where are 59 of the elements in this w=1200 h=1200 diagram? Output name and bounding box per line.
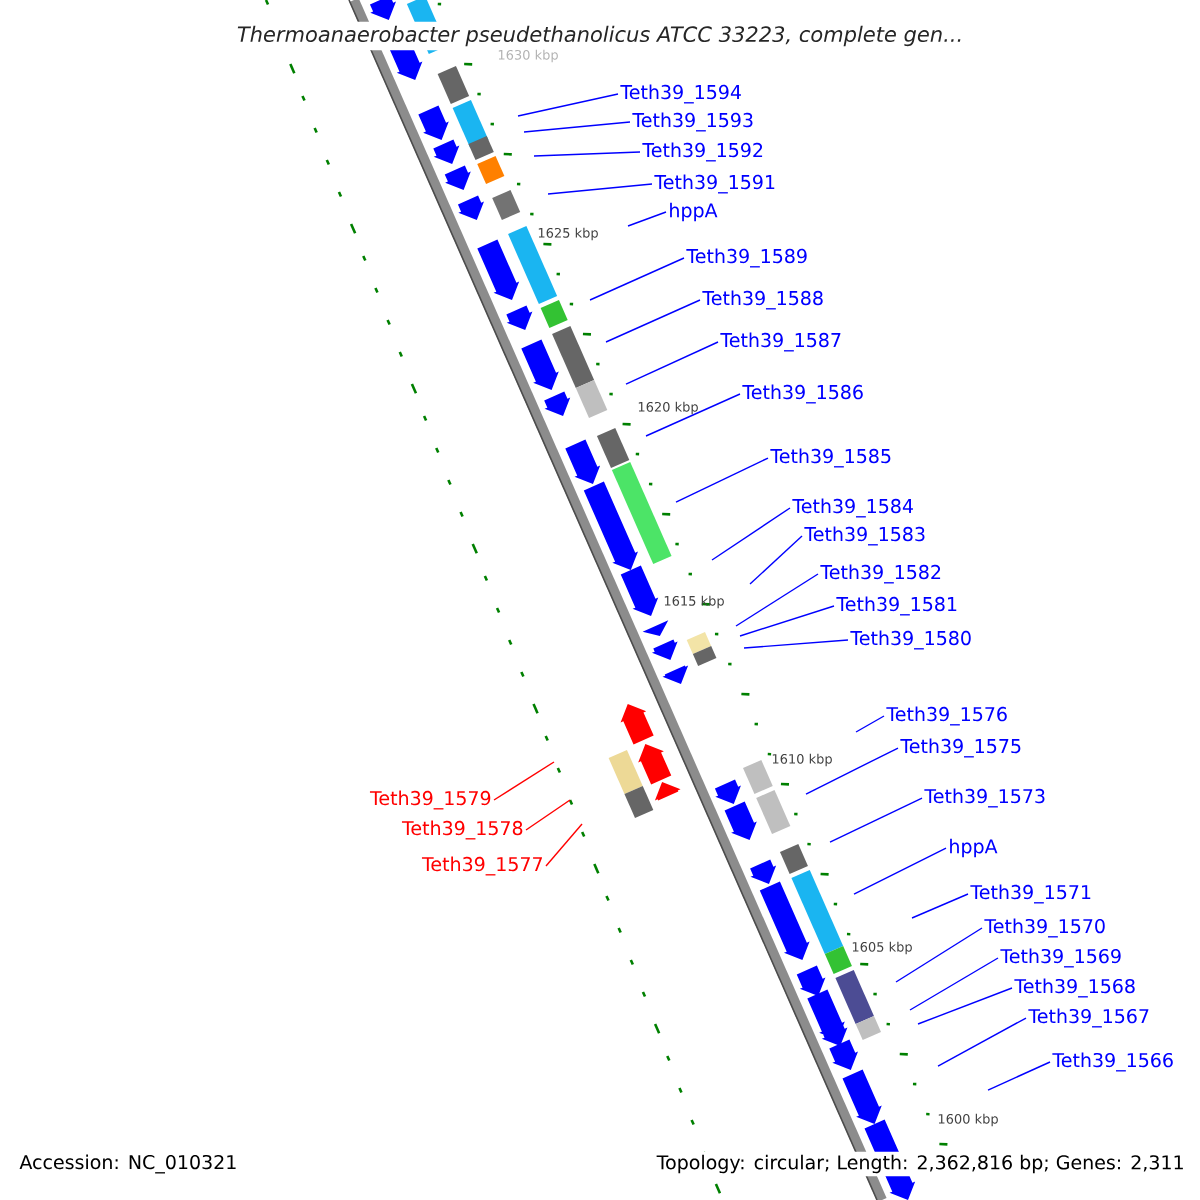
gene-label: Teth39_1581 — [836, 596, 957, 616]
leader-line — [749, 535, 803, 585]
leader-line — [735, 573, 819, 627]
gene-label: Teth39_1591 — [654, 174, 775, 194]
leader-line — [987, 1061, 1051, 1091]
gene-label: Teth39_1589 — [686, 248, 807, 268]
gene-label: hppA — [670, 202, 718, 222]
leader-line — [525, 799, 571, 831]
gene-label: Teth39_1584 — [792, 498, 913, 518]
title: Thermoanaerobacter pseudethanolicus ATCC 33223, complete gen... — [232, 21, 968, 51]
gene-label: Teth39_1582 — [820, 564, 941, 584]
gene-label: Teth39_1568 — [1014, 978, 1135, 998]
accession-text: Accession: NC_010321 — [16, 1151, 241, 1177]
leader-line — [605, 299, 701, 343]
leader-line — [909, 957, 999, 1011]
gene-label: Teth39_1577 — [421, 856, 542, 876]
gene-label: Teth39_1583 — [804, 526, 925, 546]
gene-label: Teth39_1575 — [900, 738, 1021, 758]
gene-label: Teth39_1580 — [850, 630, 971, 650]
leader-line — [855, 715, 885, 733]
gene-label: Teth39_1588 — [702, 290, 823, 310]
gene-label: Teth39_1576 — [886, 706, 1007, 726]
gene-label: Teth39_1578 — [401, 820, 523, 840]
leader-line — [523, 121, 631, 133]
leader-line — [895, 927, 983, 983]
genome-statistics-text: Topology: circular; Length: 2,362,816 bp; Genes: 2,311 — [653, 1151, 1188, 1177]
gene-label: Teth39_1592 — [642, 142, 763, 162]
leader-line — [533, 151, 641, 157]
gene-label: Teth39_1587 — [720, 332, 841, 352]
gene-label: Teth39_1585 — [770, 448, 891, 468]
leader-line — [911, 893, 969, 919]
gene-label: Teth39_1566 — [1052, 1052, 1173, 1072]
gene-label: Teth39_1593 — [632, 112, 753, 132]
leader-line — [517, 93, 619, 117]
leader-line — [493, 761, 555, 801]
leader-line — [625, 341, 719, 385]
leader-line — [547, 183, 653, 195]
gene-label: Teth39_1570 — [984, 918, 1105, 938]
leader-line — [743, 639, 849, 649]
leader-line — [739, 605, 835, 637]
leader-line — [545, 823, 583, 867]
gene-label: Teth39_1579 — [369, 790, 491, 810]
leader-line — [675, 457, 769, 503]
gene-label: Teth39_1586 — [742, 384, 863, 404]
leader-line — [937, 1017, 1027, 1067]
gene-label: Teth39_1594 — [620, 84, 741, 104]
gene-label: hppA — [950, 838, 998, 858]
leader-line — [711, 507, 791, 561]
leader-line — [589, 257, 685, 301]
leader-line — [829, 797, 923, 843]
leader-line — [627, 211, 667, 227]
leader-line — [853, 847, 947, 895]
gene-label: Teth39_1569 — [1000, 948, 1121, 968]
leader-line — [917, 987, 1013, 1025]
gene-label: Teth39_1567 — [1028, 1008, 1149, 1028]
leader-line — [645, 393, 741, 437]
leader-line — [805, 747, 899, 795]
gene-label: Teth39_1573 — [924, 788, 1045, 808]
gene-label: Teth39_1571 — [970, 884, 1091, 904]
